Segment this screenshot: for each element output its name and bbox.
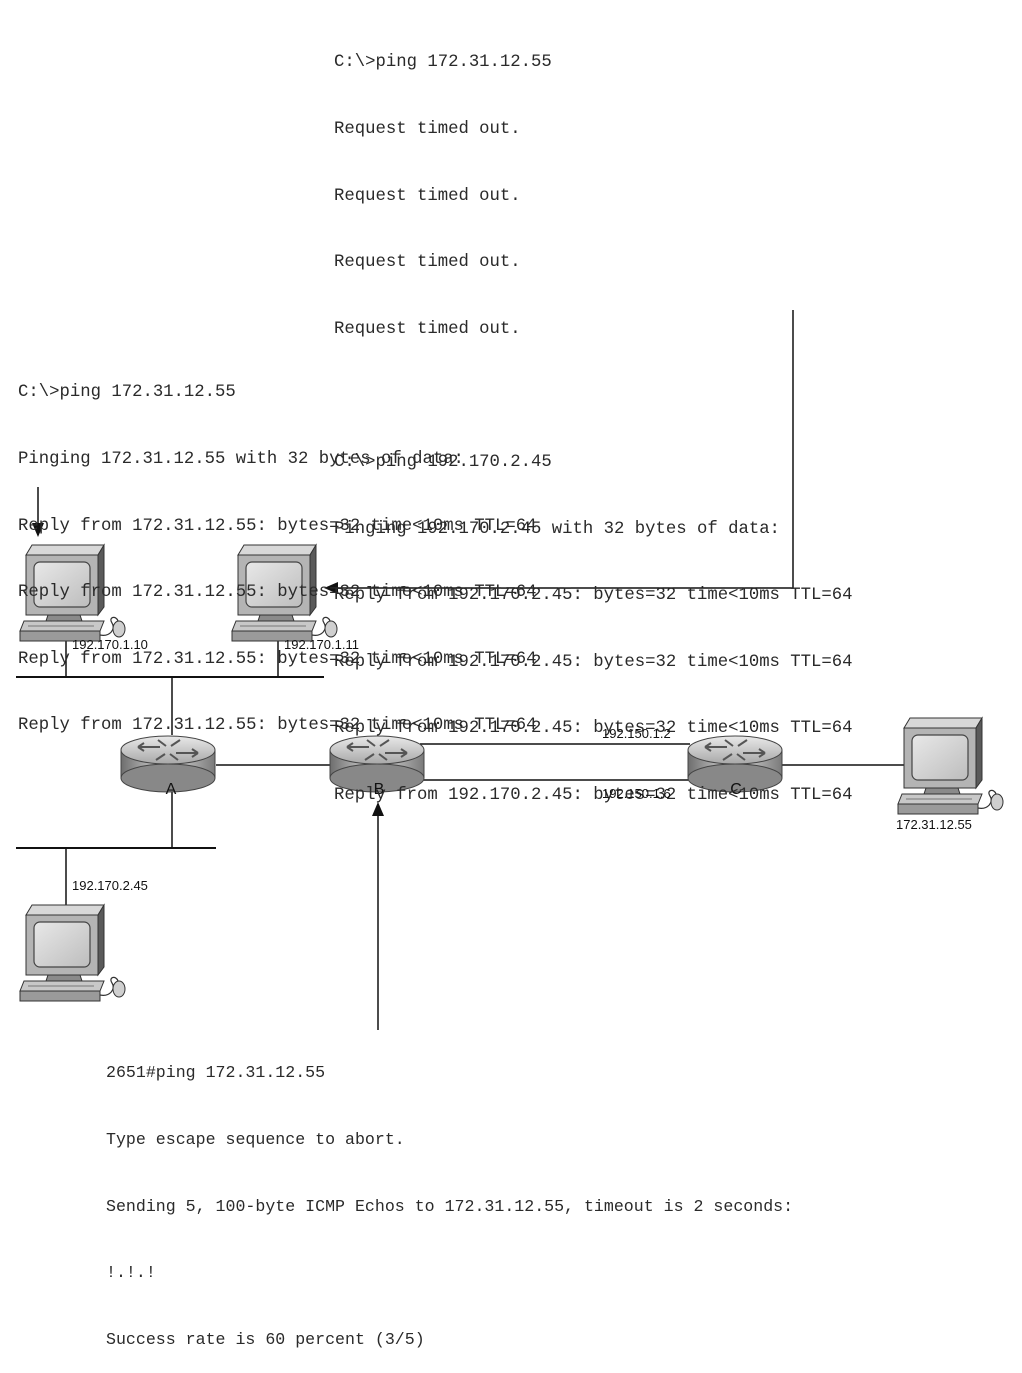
console-line: Reply from 192.170.2.45: bytes=32 time<1…: [334, 719, 853, 739]
console-line: Reply from 192.170.2.45: bytes=32 time<1…: [334, 785, 853, 805]
link-lower-ip-label: 192.150.1.6: [602, 786, 671, 801]
pc3-icon: [19, 904, 126, 1002]
console-line: C:\>ping 172.31.12.55: [18, 383, 236, 403]
pc1-ip-label: 192.170.1.10: [72, 637, 148, 652]
pc2-ip-label: 192.170.1.11: [284, 637, 359, 652]
arrow-to-pc2: [324, 310, 794, 594]
console-line: Reply from 172.31.12.55: bytes=32 time<1…: [18, 583, 537, 603]
router-a-label: A: [166, 781, 177, 798]
router-b-label: B: [374, 781, 385, 798]
console-line: Reply from 172.31.12.55: bytes=32 time<1…: [18, 649, 537, 669]
top-console: C:\>ping 172.31.12.55 Request timed out.…: [334, 8, 853, 829]
console-line: Pinging 172.31.12.55 with 32 bytes of da…: [18, 450, 464, 469]
left-console: C:\>ping 172.31.12.55 Pinging 172.31.12.…: [18, 338, 537, 760]
console-line: Request timed out.: [334, 253, 521, 273]
console-line: Sending 5, 100-byte ICMP Echos to 172.31…: [106, 1196, 794, 1216]
console-line: Request timed out.: [334, 319, 521, 339]
console-line: Reply from 172.31.12.55: bytes=32 time<1…: [18, 516, 537, 536]
console-line: C:\>ping 192.170.2.45: [334, 452, 552, 472]
console-line: Request timed out.: [334, 186, 521, 206]
bottom-console: 2651#ping 172.31.12.55 Type escape seque…: [106, 1018, 793, 1373]
network-diagram: A B C: [16, 310, 1004, 1030]
router-c-label: C: [730, 781, 742, 798]
console-line: 2651#ping 172.31.12.55: [106, 1063, 326, 1083]
link-upper-ip-label: 192.150.1.2: [602, 726, 671, 741]
console-line: Request timed out.: [334, 120, 521, 139]
pc3-ip-label: 192.170.2.45: [72, 878, 148, 893]
pc4-ip-label: 172.31.12.55: [896, 817, 972, 832]
console-line: Success rate is 60 percent (3/5): [106, 1329, 425, 1349]
console-line: Reply from 192.170.2.45: bytes=32 time<1…: [334, 586, 853, 606]
console-line: Type escape sequence to abort.: [106, 1130, 405, 1149]
pc4-icon: [897, 717, 1004, 815]
console-line: C:\>ping 172.31.12.55: [334, 53, 552, 73]
console-line: Reply from 192.170.2.45: bytes=32 time<1…: [334, 652, 853, 672]
console-line: Pinging 192.170.2.45 with 32 bytes of da…: [334, 519, 780, 539]
console-line: !.!.!: [106, 1263, 156, 1283]
console-line: Reply from 172.31.12.55: bytes=32 time<1…: [18, 716, 537, 736]
